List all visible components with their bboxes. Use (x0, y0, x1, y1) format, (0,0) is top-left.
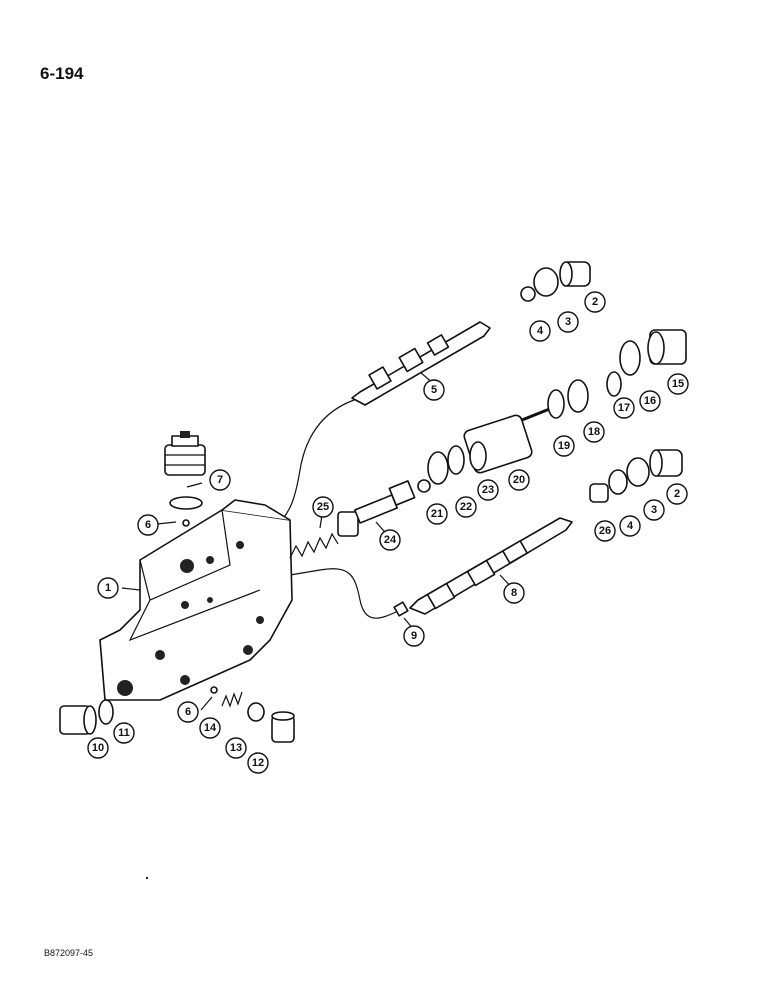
callout-5: 5 (423, 379, 445, 401)
pressure-switch (164, 431, 206, 476)
svg-text:12: 12 (252, 757, 264, 769)
callout-19: 19 (553, 435, 575, 457)
svg-text:19: 19 (558, 440, 570, 452)
svg-text:5: 5 (431, 384, 437, 396)
sealing-washer (247, 702, 265, 722)
valve-body (99, 499, 293, 701)
piston (337, 480, 416, 537)
callout-6: 6 (137, 514, 159, 536)
svg-text:15: 15 (672, 378, 684, 390)
callout-20: 20 (508, 469, 530, 491)
o-ring-medium (447, 445, 465, 475)
callout-9: 9 (403, 625, 425, 647)
check-ball-lower (210, 686, 218, 694)
callout-26: 26 (594, 520, 616, 542)
svg-text:9: 9 (411, 630, 417, 642)
lower-spool (409, 517, 573, 615)
svg-text:3: 3 (565, 316, 571, 328)
small-spring (221, 691, 243, 708)
switch-washer (169, 496, 203, 510)
callout-2b: 2 (666, 483, 688, 505)
washer-lower (608, 469, 628, 495)
callout-1: 1 (97, 577, 119, 599)
callout-23: 23 (477, 479, 499, 501)
retaining-ring (567, 379, 589, 413)
end-plug (647, 329, 687, 365)
plunger (521, 389, 565, 422)
o-ring (619, 340, 641, 376)
callout-4b: 4 (619, 515, 641, 537)
callout-3: 3 (557, 311, 579, 333)
spring (289, 532, 339, 559)
svg-text:23: 23 (482, 484, 494, 496)
svg-text:8: 8 (511, 587, 517, 599)
svg-text:1: 1 (105, 582, 111, 594)
svg-text:25: 25 (317, 501, 329, 513)
svg-text:11: 11 (118, 727, 130, 739)
svg-text:26: 26 (599, 525, 611, 537)
callout-18: 18 (583, 421, 605, 443)
svg-text:6: 6 (145, 519, 151, 531)
snap-ring-upper (533, 267, 559, 297)
svg-text:20: 20 (513, 474, 525, 486)
svg-text:14: 14 (204, 722, 217, 734)
callout-3b: 3 (643, 499, 665, 521)
stray-mark (146, 877, 148, 879)
svg-text:3: 3 (651, 504, 657, 516)
washer-upper (520, 286, 536, 302)
callout-13: 13 (225, 737, 247, 759)
bushing (589, 483, 609, 503)
svg-text:2: 2 (674, 488, 680, 500)
callout-8: 8 (503, 582, 525, 604)
cap-upper (559, 261, 591, 287)
callout-11: 11 (113, 722, 135, 744)
svg-text:21: 21 (431, 508, 443, 520)
svg-text:24: 24 (384, 534, 397, 546)
callout-25: 25 (312, 496, 334, 518)
svg-text:6: 6 (185, 706, 191, 718)
cap-lower (649, 449, 683, 477)
svg-text:18: 18 (588, 426, 600, 438)
callout-2: 2 (584, 291, 606, 313)
o-ring-small (606, 371, 622, 397)
svg-text:4: 4 (627, 520, 634, 532)
relief-plug (271, 711, 295, 743)
svg-text:4: 4 (537, 325, 544, 337)
lower-plug (393, 601, 409, 617)
svg-text:7: 7 (217, 474, 223, 486)
o-ring-bottom (98, 699, 114, 725)
callout-24: 24 (379, 529, 401, 551)
sleeve-housing (463, 414, 533, 474)
upper-spool (351, 321, 491, 406)
snap-ring-lower (626, 457, 650, 487)
callout-10: 10 (87, 737, 109, 759)
svg-text:22: 22 (460, 501, 472, 513)
o-ring-large (427, 451, 449, 485)
svg-text:10: 10 (92, 742, 104, 754)
callout-14: 14 (199, 717, 221, 739)
callout-21: 21 (426, 503, 448, 525)
svg-text:17: 17 (618, 402, 630, 414)
plug-bottom (59, 705, 97, 735)
callout-15: 15 (667, 373, 689, 395)
callout-6b: 6 (177, 701, 199, 723)
callout-4: 4 (529, 320, 551, 342)
callout-16: 16 (639, 390, 661, 412)
figure-code: B872097-45 (44, 948, 94, 958)
callout-12: 12 (247, 752, 269, 774)
small-ring (417, 479, 431, 493)
page-number: 6-194 (40, 64, 84, 83)
svg-text:16: 16 (644, 395, 656, 407)
callout-7: 7 (209, 469, 231, 491)
callout-22: 22 (455, 496, 477, 518)
callout-17: 17 (613, 397, 635, 419)
svg-text:13: 13 (230, 742, 242, 754)
check-ball-upper (182, 519, 190, 527)
svg-text:2: 2 (592, 296, 598, 308)
